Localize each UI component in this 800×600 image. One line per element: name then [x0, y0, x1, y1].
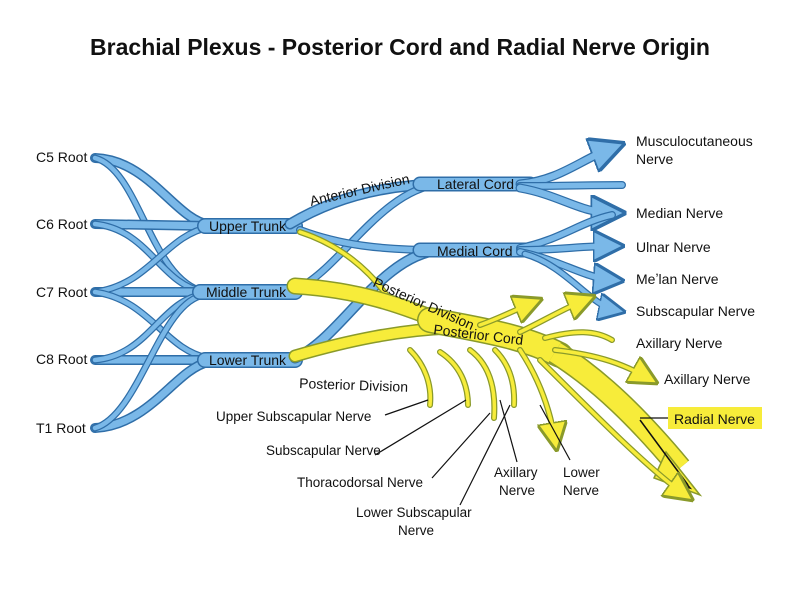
- terminal-nerve-labels: Musculocutaneous Nerve Median Nerve Ulna…: [636, 133, 762, 429]
- leader-lines: [374, 399, 668, 506]
- root-label-c8: C8 Root: [36, 351, 87, 367]
- root-labels: C5 Root C6 Root C7 Root C8 Root T1 Root: [36, 149, 87, 436]
- musculocutaneous-label-line2: Nerve: [636, 151, 674, 167]
- upper-trunk-label: Upper Trunk: [209, 218, 287, 234]
- yellow-posterior-paths: [286, 229, 703, 495]
- lower-subscapular-label-line1: Lower Subscapular: [356, 505, 472, 520]
- ulnar-nerve-label: Ulnar Nerve: [636, 239, 711, 255]
- radial-nerve-label: Radial Nerve: [674, 411, 755, 427]
- median-nerve-label-2: Meʼlan Nerve: [636, 271, 719, 287]
- middle-trunk-label: Middle Trunk: [206, 284, 287, 300]
- subscapular-branch-label: Subscapular Nerve: [266, 443, 381, 458]
- axillary-nerve-label-2: Axillary Nerve: [664, 371, 751, 387]
- lower-trunk-label: Lower Trunk: [209, 352, 287, 368]
- structure-labels: Upper Trunk Middle Trunk Lower Trunk Ant…: [206, 170, 524, 394]
- root-label-c6: C6 Root: [36, 216, 87, 232]
- root-label-t1: T1 Root: [36, 420, 86, 436]
- root-label-c7: C7 Root: [36, 284, 87, 300]
- lateral-cord-label: Lateral Cord: [437, 176, 514, 192]
- posterior-division-lower-label: Posterior Division: [299, 375, 408, 395]
- branch-labels: Upper Subscapular Nerve Subscapular Nerv…: [216, 409, 600, 538]
- thoracodorsal-label: Thoracodorsal Nerve: [297, 475, 423, 490]
- lower-branch-label-line2: Nerve: [563, 483, 599, 498]
- median-nerve-label: Median Nerve: [636, 205, 723, 221]
- subscapular-nerve-label: Subscapular Nerve: [636, 303, 755, 319]
- page-title: Brachial Plexus - Posterior Cord and Rad…: [90, 34, 710, 60]
- terminal-branches: [515, 148, 622, 310]
- root-label-c5: C5 Root: [36, 149, 87, 165]
- medial-cord-label: Medial Cord: [437, 243, 512, 259]
- upper-subscapular-label: Upper Subscapular Nerve: [216, 409, 371, 424]
- lower-subscapular-label-line2: Nerve: [398, 523, 434, 538]
- root-connections: [90, 153, 215, 433]
- axillary-branch-label-line1: Axillary: [494, 465, 538, 480]
- trunk-bodies: [192, 218, 303, 368]
- axillary-nerve-label-1: Axillary Nerve: [636, 335, 723, 351]
- radial-nerve-highlight: [668, 407, 762, 429]
- axillary-branch-label-line2: Nerve: [499, 483, 535, 498]
- musculocutaneous-label-line1: Musculocutaneous: [636, 133, 753, 149]
- blue-nerve-paths: [90, 148, 622, 433]
- lower-branch-label-line1: Lower: [563, 465, 600, 480]
